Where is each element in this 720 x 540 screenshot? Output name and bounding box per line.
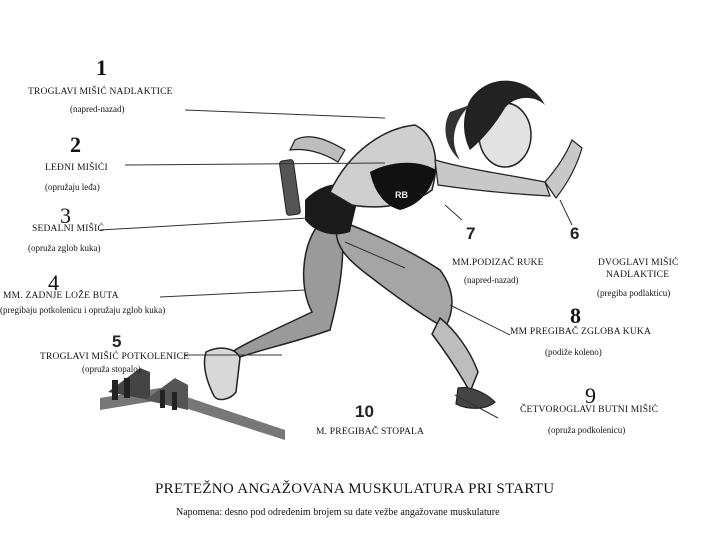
label-action-7: (napred-nazad) bbox=[464, 275, 519, 285]
label-action-3: (opruža zglob kuka) bbox=[28, 243, 101, 253]
figure-note: Napomena: desno pod određenim brojem su … bbox=[176, 507, 500, 518]
figure-title: PRETEŽNO ANGAŽOVANA MUSKULATURA PRI STAR… bbox=[155, 481, 555, 497]
label-action-4: (pregibaju potkolenicu i opružaju zglob … bbox=[0, 305, 166, 315]
starting-block bbox=[100, 368, 285, 440]
label-number-3: 3 bbox=[60, 203, 71, 228]
label-action-5: (opruža stopalo) bbox=[82, 364, 141, 374]
label-action-8: (podiže koleno) bbox=[545, 347, 602, 357]
label-number-4: 4 bbox=[48, 270, 59, 295]
label-name-5: TROGLAVI MIŠIĆ POTKOLENICE bbox=[40, 352, 190, 362]
label-name-3: SEDALNI MIŠIĆ bbox=[32, 224, 105, 234]
label-name-2: LEĐNI MIŠIĆI bbox=[45, 163, 108, 173]
label-name-7: MM.PODIZAČ RUKE bbox=[452, 258, 544, 268]
svg-text:RB: RB bbox=[395, 190, 408, 200]
label-number-1: 1 bbox=[96, 55, 107, 80]
label-number-2: 2 bbox=[70, 132, 81, 157]
label-action-9: (opruža podkolenicu) bbox=[548, 425, 626, 435]
label-action-6: (pregiba podlakticu) bbox=[597, 288, 671, 298]
label-name-1: TROGLAVI MIŠIĆ NADLAKTICE bbox=[28, 87, 173, 97]
label-number-6: 6 bbox=[570, 224, 580, 243]
label-number-9: 9 bbox=[585, 383, 596, 408]
label-name-10: M. PREGIBAČ STOPALA bbox=[316, 427, 425, 437]
label-name-8: MM PREGIBAČ ZGLOBA KUKA bbox=[510, 327, 652, 337]
label-number-8: 8 bbox=[570, 303, 581, 328]
label-name-9: ČETVOROGLAVI BUTNI MIŠIĆ bbox=[520, 405, 659, 415]
label-number-10: 10 bbox=[355, 402, 374, 421]
label-number-7: 7 bbox=[466, 224, 476, 243]
label-action-2: (opružaju leđa) bbox=[45, 182, 100, 192]
label-name-6a: DVOGLAVI MIŠIĆ bbox=[598, 258, 679, 268]
label-number-5: 5 bbox=[112, 332, 122, 351]
label-name-4: MM. ZADNJE LOŽE BUTA bbox=[3, 291, 119, 301]
label-name-6b: NADLAKTICE bbox=[606, 270, 670, 280]
label-action-1: (napred-nazad) bbox=[70, 104, 125, 114]
